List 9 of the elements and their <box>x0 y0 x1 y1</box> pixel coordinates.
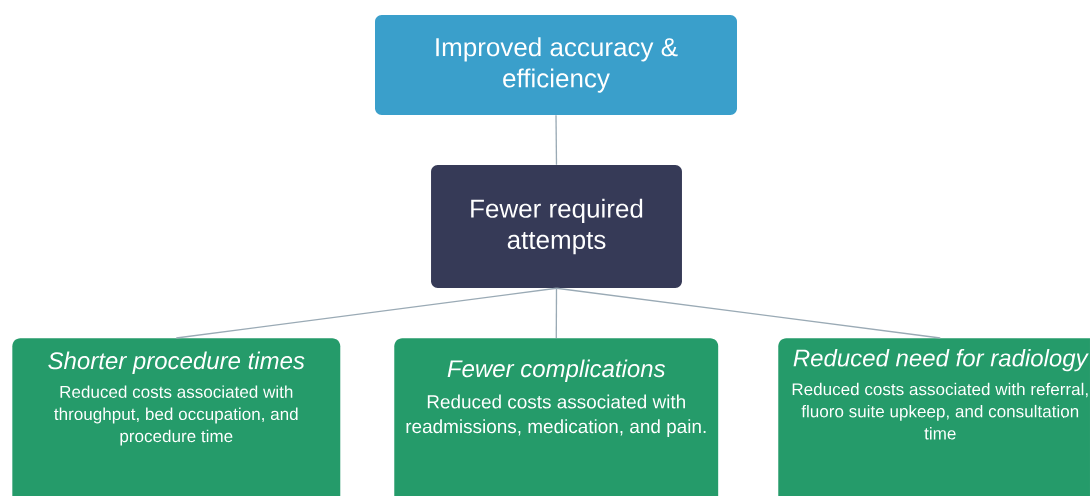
connector-line <box>555 114 558 166</box>
cause-box: Fewer required attempts <box>431 165 682 288</box>
benefit-box: Shorter procedure times Reduced costs associated with throughput, bed occupation, and procedure time <box>12 338 341 496</box>
connector-line <box>555 287 558 339</box>
benefit-box: Reduced need for radiology Reduced costs associated with referral, fluoro suite upkeep, and consultation time <box>778 338 1090 496</box>
connector-line <box>175 287 558 339</box>
goal-box: Improved accuracy & efficiency <box>375 15 737 115</box>
benefit-box: Fewer complications Reduced costs associated with readmissions, medication, and pain. <box>394 338 719 496</box>
connector-line <box>555 287 941 339</box>
